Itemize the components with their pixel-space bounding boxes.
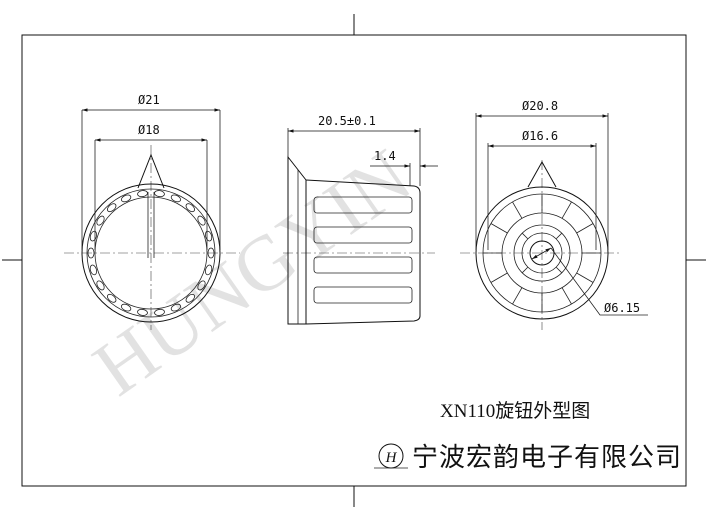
knurl-tooth [87,247,95,259]
rear-outer-diameter-label: Ø20.8 [522,99,558,113]
knurl-tooth [154,190,165,198]
rear-inner-diameter-label: Ø16.6 [522,129,558,143]
hub-spoke [521,266,529,274]
side-groove [313,286,413,304]
company-name: 宁波宏韵电子有限公司 [412,443,682,472]
knurl-tooth [185,203,195,213]
rear-rib [512,201,523,219]
rear-view [460,113,648,330]
side-groove [313,226,413,244]
knurl-tooth [89,264,98,276]
knurl-tooth [120,303,132,312]
knurl-tooth [207,247,215,259]
knurl-tooth [197,280,206,291]
hub-spoke [521,232,529,240]
rear-rib [576,223,594,234]
company-logo-letter: H [385,450,398,466]
knurl-tooth [170,194,182,203]
front-inner-diameter-label: Ø18 [138,123,160,137]
knurl-tooth [96,215,105,226]
rear-rib [576,272,594,283]
knurl-tooth [170,303,182,312]
knurl-tooth [197,215,206,226]
knurl-tooth [204,264,213,276]
knurl-tooth [107,203,117,213]
hub-spoke [555,266,563,274]
rear-rib [512,287,523,305]
drawing-title: XN110旋钮外型图 [440,400,590,422]
rear-rib [561,287,572,305]
front-outer-diameter-label: Ø21 [138,93,160,107]
rear-rib [490,272,508,283]
side-groove [313,196,413,214]
knurl-tooth [120,194,132,203]
knurl-tooth [185,293,195,303]
rear-rib [561,201,572,219]
side-step-label: 1.4 [374,149,396,163]
side-view [283,128,438,325]
rear-rib [490,223,508,234]
watermark: HUNGYIN [78,132,426,412]
knurl-tooth [107,293,117,303]
hub-spoke [555,232,563,240]
front-view [64,108,240,330]
side-groove [313,256,413,274]
knurl-tooth [154,308,165,316]
knurl-tooth [96,280,105,291]
knurl-tooth [137,308,148,316]
knurl-tooth [137,190,148,198]
rear-bore-diameter-label: Ø6.15 [604,301,640,315]
side-length-label: 20.5±0.1 [318,114,376,128]
